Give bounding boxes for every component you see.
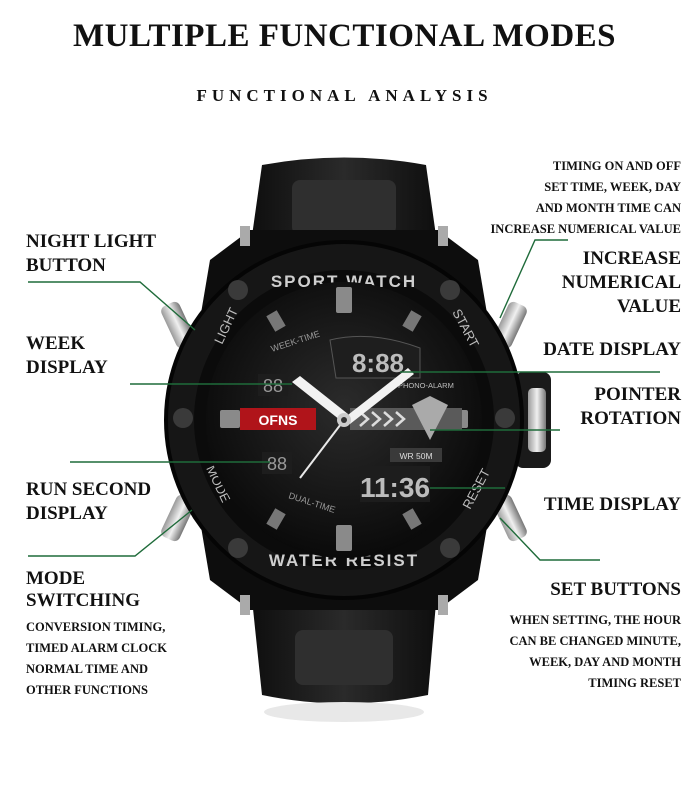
run-second-line-1: RUN SECOND — [26, 479, 152, 500]
run-second-label: RUN SECOND DISPLAY — [26, 478, 151, 526]
set-buttons-label: SET BUTTONS — [550, 579, 681, 600]
leader-increase — [499, 239, 568, 319]
mode-switching-line-2: SWITCHING — [26, 590, 141, 611]
timing-description: TIMING ON AND OFF SET TIME, WEEK, DAY AN… — [490, 156, 681, 240]
phono-alarm-label: PHONO-ALARM — [398, 381, 454, 390]
lcd-top-digits: 8:88 — [352, 348, 404, 378]
mode-description: CONVERSION TIMING, TIMED ALARM CLOCK NOR… — [26, 617, 167, 701]
page-subtitle: FUNCTIONAL ANALYSIS — [196, 86, 493, 105]
mode-desc-line-2: TIMED ALARM CLOCK — [26, 641, 167, 655]
bezel-bottom-text: WATER RESIST — [269, 551, 419, 570]
lcd-bottom-digits: 11:36 — [360, 472, 430, 503]
week-display-line-2: DISPLAY — [26, 357, 108, 378]
minute-hand — [344, 368, 414, 424]
increase-line-1: INCREASE — [582, 248, 681, 269]
increase-line-2: NUMERICAL — [561, 272, 681, 293]
night-light-line-2: BUTTON — [26, 255, 106, 276]
leader-night-light — [28, 281, 196, 331]
night-light-label: NIGHT LIGHT BUTTON — [26, 230, 156, 278]
mode-desc-line-1: CONVERSION TIMING, — [26, 620, 166, 634]
timing-desc-line-2: SET TIME, WEEK, DAY — [544, 180, 681, 194]
timing-desc-line-1: TIMING ON AND OFF — [552, 159, 681, 173]
increase-value-label: INCREASE NUMERICAL VALUE — [562, 247, 681, 319]
increase-line-3: VALUE — [616, 296, 681, 317]
set-desc-line-1: WHEN SETTING, THE HOUR — [509, 613, 681, 627]
pointer-rotation-line-1: POINTER — [594, 384, 681, 405]
brand-logo: OFNS — [259, 412, 298, 428]
week-display-line-1: WEEK — [26, 333, 86, 354]
page-title: MULTIPLE FUNCTIONAL MODES — [72, 18, 617, 54]
mode-switching-label: MODE SWITCHING — [26, 568, 140, 612]
pointer-rotation-line-2: ROTATION — [580, 408, 681, 429]
timing-desc-line-3: AND MONTH TIME CAN — [535, 201, 681, 215]
mode-desc-line-4: OTHER FUNCTIONS — [26, 683, 148, 697]
strap-texture-bottom — [295, 630, 393, 685]
lcd-left-top: 88 — [263, 376, 283, 396]
week-display-label: WEEK DISPLAY — [26, 332, 108, 380]
wr-label: WR 50M — [399, 451, 432, 461]
mode-switching-line-1: MODE — [26, 568, 86, 589]
run-second-line-2: DISPLAY — [26, 503, 108, 524]
second-hand — [299, 419, 345, 479]
set-desc-line-3: WEEK, DAY AND MONTH — [529, 655, 681, 669]
pointer-rotation-label: POINTER ROTATION — [580, 383, 681, 431]
date-display-label: DATE DISPLAY — [543, 339, 681, 360]
leader-set — [499, 517, 600, 561]
lcd-left-bottom: 88 — [267, 454, 287, 474]
timing-desc-line-4: INCREASE NUMERICAL VALUE — [490, 222, 681, 236]
set-desc-line-2: CAN BE CHANGED MINUTE, — [509, 634, 681, 648]
hour-hand — [292, 376, 348, 420]
mode-desc-line-3: NORMAL TIME AND — [26, 662, 149, 676]
night-light-line-1: NIGHT LIGHT — [26, 231, 157, 252]
set-description: WHEN SETTING, THE HOUR CAN BE CHANGED MI… — [509, 610, 681, 694]
leader-mode — [28, 509, 193, 557]
time-display-label: TIME DISPLAY — [543, 494, 681, 515]
bezel-top-text: SPORT WATCH — [271, 272, 417, 291]
strap-texture-top — [292, 180, 396, 235]
set-desc-line-4: TIMING RESET — [588, 676, 681, 690]
